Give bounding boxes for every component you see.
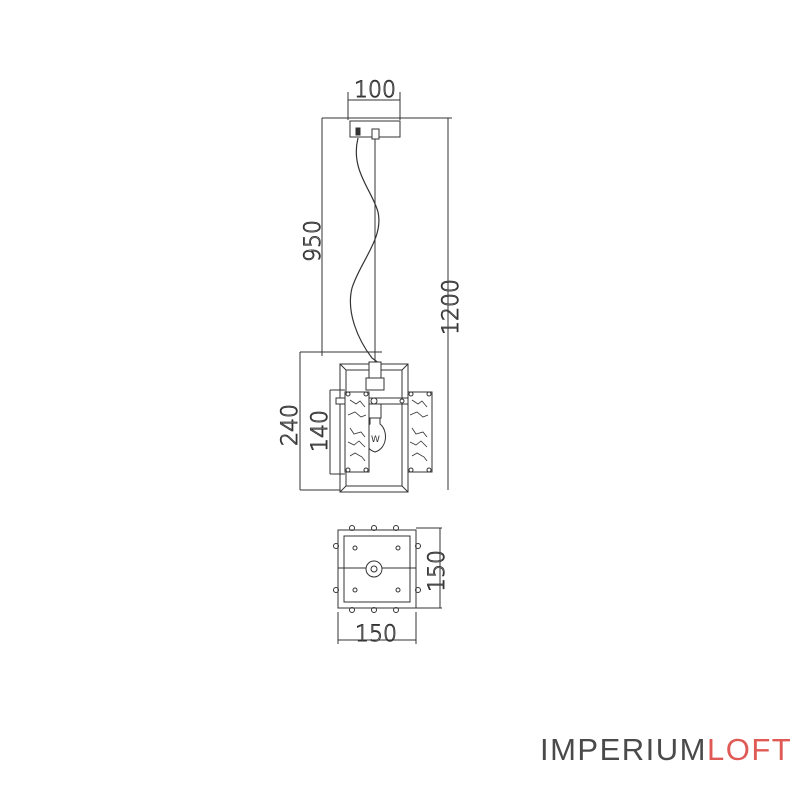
- power-cable: [349, 137, 381, 365]
- dim-total-height: 1200: [439, 279, 464, 335]
- dim-canopy-width: 100: [354, 78, 396, 103]
- dim-body-height: 240: [278, 404, 303, 446]
- brand-part1: IMPERIUM: [540, 732, 707, 767]
- brand-logo: IMPERIUMLOFT: [540, 732, 792, 768]
- bulb-label: W: [371, 435, 380, 445]
- dim-top-width: 150: [355, 622, 397, 647]
- dim-cable-length: 950: [301, 220, 326, 262]
- dim-shade-height: 140: [308, 410, 333, 452]
- brand-part2: LOFT: [707, 732, 793, 767]
- top-view: [333, 525, 421, 613]
- dim-top-depth: 150: [425, 550, 450, 592]
- crystal-panel-left: [344, 391, 370, 473]
- crystal-panel-right: [407, 391, 433, 473]
